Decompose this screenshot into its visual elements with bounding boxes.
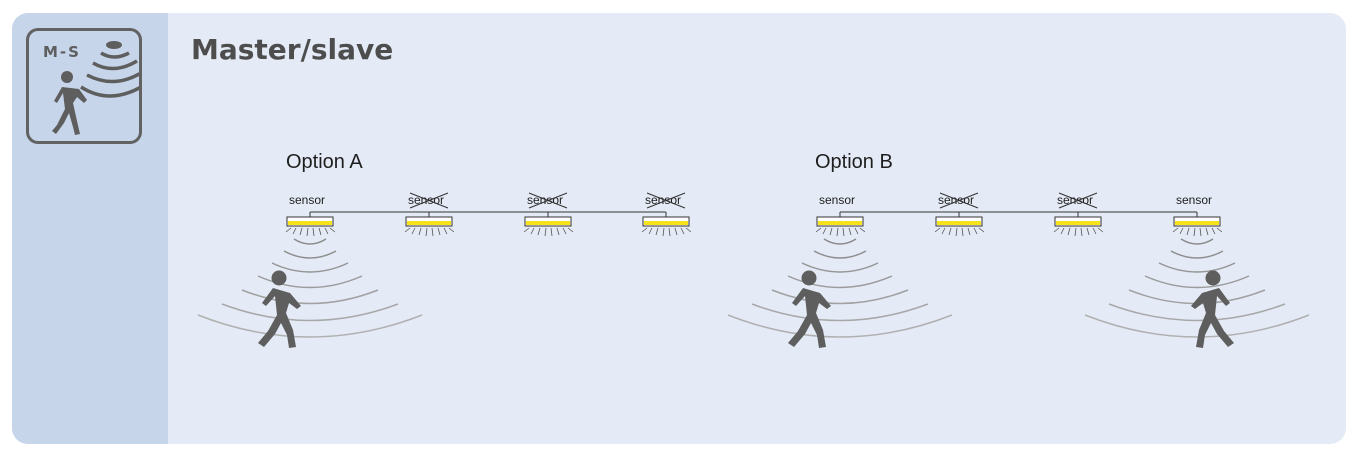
sensor-unit: sensor [641,192,691,237]
sensor-label: sensor [527,193,563,207]
lamp-icon [815,216,865,237]
option-label: Option A [286,151,363,173]
sensor-label: sensor [408,193,444,207]
disabled-cross-icon [409,192,449,209]
sensor-label: sensor [645,193,681,207]
disabled-cross-icon [528,192,568,209]
sensor-label: sensor [1057,193,1093,207]
sensor-unit: sensor [523,192,573,237]
lamp-icon [404,216,454,237]
sensor-label: sensor [938,193,974,207]
lamp-icon [523,216,573,237]
option-label: Option B [815,151,893,173]
master-slave-badge: M-S [26,28,142,144]
sensor-label: sensor [289,193,325,207]
detection-waves [727,238,953,338]
lamp-icon [934,216,984,237]
badge-label: M-S [43,43,81,61]
sensor-label: sensor [1176,193,1212,207]
option-b: Option B sensor sensor sensor s [727,151,1310,348]
sensor-label: sensor [819,193,855,207]
motion-sensor-person-icon [52,41,139,135]
sensor-unit: sensor [404,192,454,237]
lamp-icon [285,216,335,237]
option-a: Option A sensor sensor sensor s [197,151,691,348]
sensor-unit: sensor [934,192,984,237]
disabled-cross-icon [1058,192,1098,209]
master-slave-diagram: Option A sensor sensor sensor s [197,151,1310,348]
lamp-icon [1172,216,1222,237]
sensor-unit: sensor [815,193,865,237]
detection-waves [197,238,423,338]
page-title: Master/slave [191,33,394,66]
sensor-unit: sensor [1053,192,1103,237]
detection-waves [1084,238,1310,338]
lamp-icon [1053,216,1103,237]
disabled-cross-icon [939,192,979,209]
diagram-card: M-S Master/slave [12,13,1346,444]
sensor-unit: sensor [285,193,335,237]
sensor-unit: sensor [1172,193,1222,237]
sidebar: M-S [12,13,168,444]
disabled-cross-icon [646,192,686,209]
lamp-icon [641,216,691,237]
